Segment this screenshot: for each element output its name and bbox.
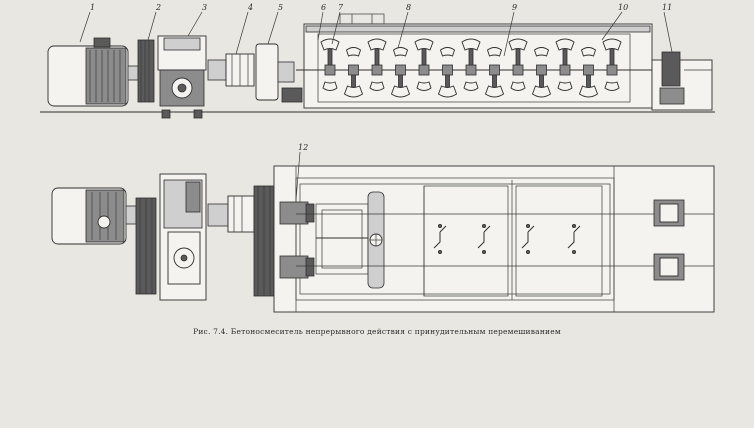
side-view: 1 2 3 4 5 6 7 8 9 10 11: [40, 3, 715, 119]
part-label-7: 7: [338, 3, 344, 12]
part-label-11: 11: [662, 3, 672, 12]
trough-housing-side: [296, 13, 713, 111]
paddle-row-side: [320, 38, 622, 98]
mixing-paddle: [320, 38, 340, 91]
part-label-3: 3: [202, 3, 207, 12]
paddle-brackets-plan: [433, 223, 581, 254]
paddle-bracket: [477, 223, 491, 254]
mixing-paddle: [414, 38, 434, 91]
gearbox-plan: [159, 173, 207, 301]
mixing-paddle: [578, 47, 599, 98]
paddle-bracket: [521, 223, 535, 254]
mixing-paddle: [461, 38, 481, 91]
mixing-paddle: [508, 38, 528, 91]
mixing-paddle: [484, 47, 505, 98]
mixing-paddle: [367, 38, 387, 91]
mixing-paddle: [531, 47, 552, 98]
plan-view: 12: [51, 143, 715, 313]
part-label-6: 6: [321, 3, 326, 12]
gearbox-side: [157, 35, 207, 119]
mixing-paddle: [555, 38, 575, 91]
part-label-8: 8: [406, 3, 411, 12]
leader-lines-side: [79, 11, 673, 57]
mixing-paddle: [343, 47, 364, 98]
belt-drive-side: [137, 39, 155, 103]
coupling-side: [207, 53, 255, 87]
part-label-1: 1: [90, 3, 95, 12]
part-label-2: 2: [155, 3, 161, 12]
part-label-9: 9: [512, 3, 517, 12]
part-label-12: 12: [298, 143, 308, 152]
mixing-paddle: [390, 47, 411, 98]
mixing-paddle: [602, 38, 622, 91]
mixer-frame-plan: [273, 165, 715, 313]
mixing-paddle: [437, 47, 458, 98]
paddle-bracket: [433, 223, 447, 254]
part-label-5: 5: [278, 3, 283, 12]
part-label-4: 4: [247, 3, 253, 12]
belt-drive-plan: [135, 197, 157, 295]
electric-motor-plan: [51, 187, 137, 245]
figure-caption: Рис. 7.4. Бетоносмеситель непрерывного д…: [193, 327, 561, 336]
coupling-plan: [207, 195, 255, 233]
paddle-bracket: [567, 223, 581, 254]
brake-drum-side: [255, 43, 303, 103]
part-label-10: 10: [618, 3, 628, 12]
electric-motor-side: [47, 37, 139, 107]
